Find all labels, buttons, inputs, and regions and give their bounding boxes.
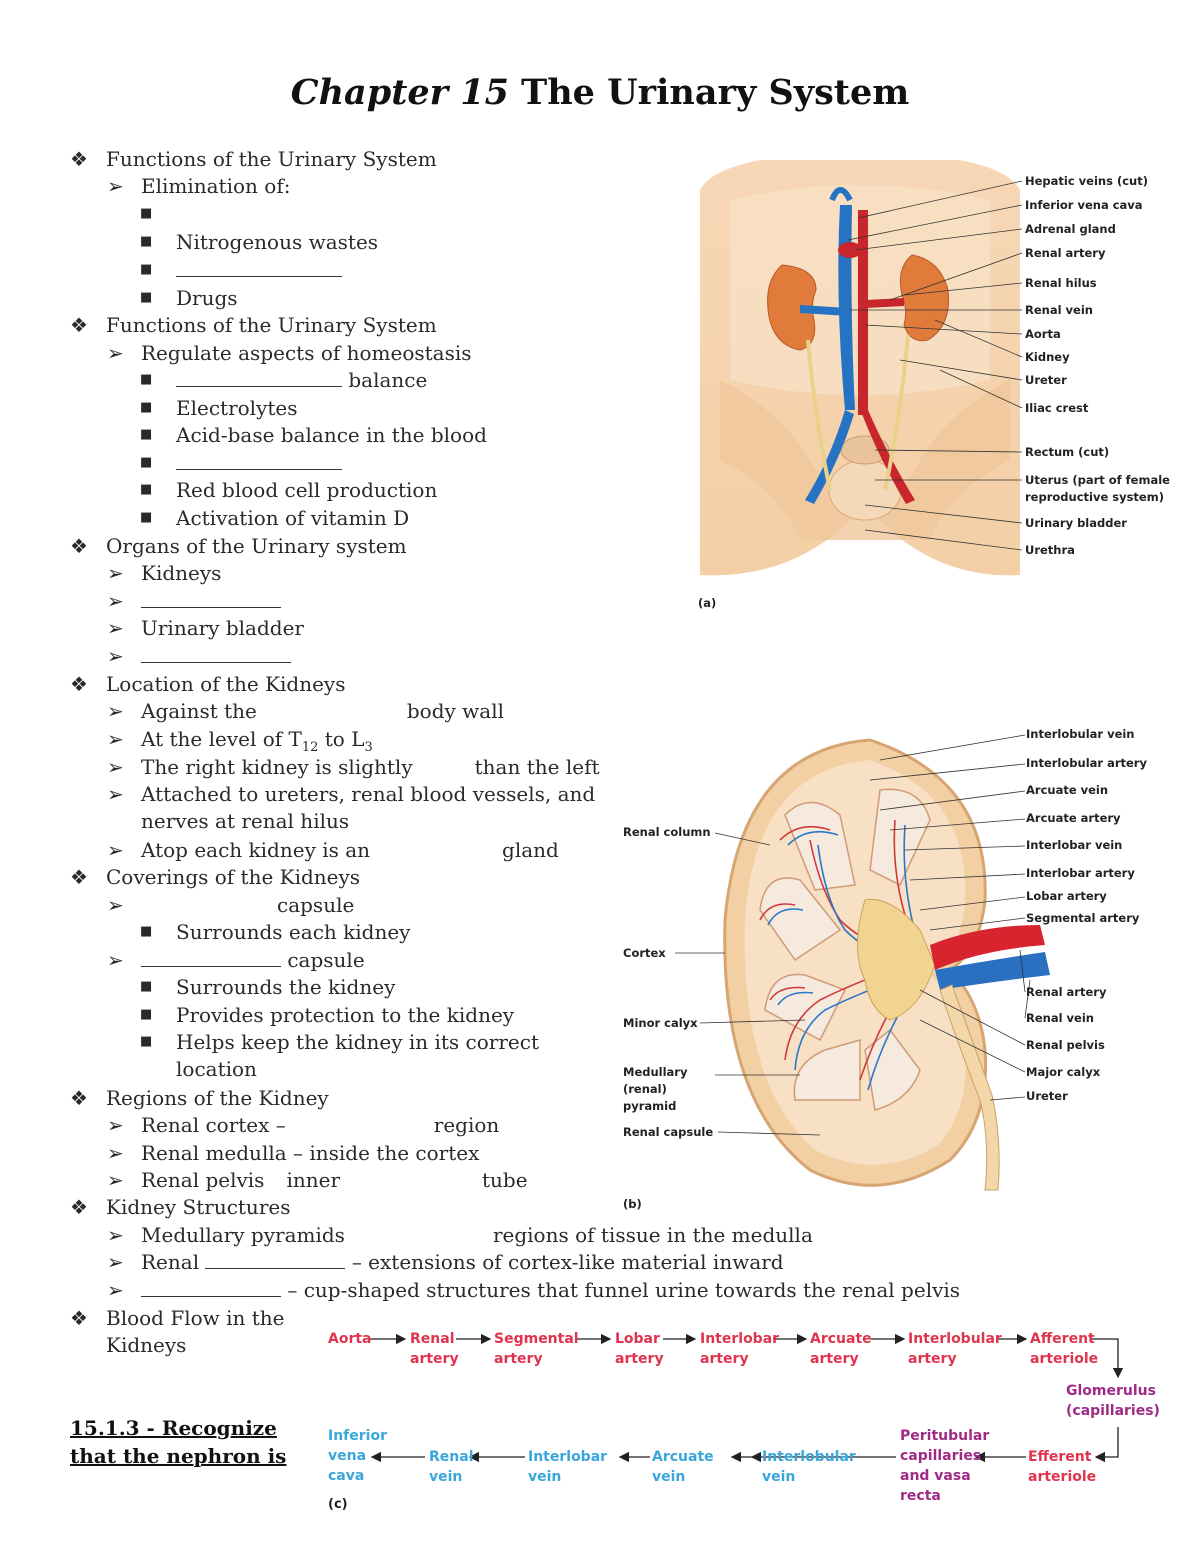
label-renal-capsule: Renal capsule <box>623 1125 714 1139</box>
label-renal-vein: Renal vein <box>1026 1011 1094 1025</box>
label-iliac-crest: Iliac crest <box>1025 401 1089 415</box>
label-major-calyx: Major calyx <box>1026 1065 1101 1079</box>
figure-a-illustration <box>700 160 1023 576</box>
label-inferior-vena-cava: Inferior vena cava <box>1025 198 1143 212</box>
label-medullary-renal: (renal) <box>623 1082 667 1096</box>
label-renal-column: Renal column <box>623 825 711 839</box>
figure-a: Hepatic veins (cut) Inferior vena cava A… <box>690 160 1170 620</box>
label-minor-calyx: Minor calyx <box>623 1016 698 1030</box>
label-interlobar-vein: Interlobar vein <box>1026 838 1123 852</box>
label-rectum: Rectum (cut) <box>1025 445 1110 459</box>
figure-b: Interlobular vein Interlobular artery Ar… <box>620 720 1180 1220</box>
section-heading: 15.1.3 - Recognize that the nephron is <box>70 1416 287 1468</box>
label-uterus: Uterus (part of female <box>1025 473 1170 487</box>
label-adrenal-gland: Adrenal gland <box>1025 222 1116 236</box>
label-hepatic-veins: Hepatic veins (cut) <box>1025 174 1148 188</box>
label-interlobular-vein: Interlobular vein <box>1026 727 1135 741</box>
flow-aorta: Aorta <box>328 1331 372 1347</box>
label-medullary: Medullary <box>623 1065 688 1079</box>
flow-glomerulus: Glomerulus(capillaries) <box>1066 1383 1160 1419</box>
label-aorta: Aorta <box>1025 327 1061 341</box>
label-interlobular-artery: Interlobular artery <box>1026 756 1147 770</box>
label-renal-artery: Renal artery <box>1025 246 1106 260</box>
figure-b-illustration <box>675 734 1050 1191</box>
label-renal-hilus: Renal hilus <box>1025 276 1097 290</box>
label-interlobar-artery: Interlobar artery <box>1026 866 1135 880</box>
figure-c-tag: (c) <box>328 1497 348 1512</box>
label-lobar-artery: Lobar artery <box>1026 889 1107 903</box>
figure-a-tag: (a) <box>698 596 717 610</box>
label-arcuate-artery: Arcuate artery <box>1026 811 1121 825</box>
label-urinary-bladder: Urinary bladder <box>1025 516 1127 530</box>
label-arcuate-vein: Arcuate vein <box>1026 783 1109 797</box>
label-renal-pelvis: Renal pelvis <box>1026 1038 1105 1052</box>
label-kidney: Kidney <box>1025 350 1070 364</box>
label-urethra: Urethra <box>1025 543 1075 557</box>
label-cortex: Cortex <box>623 946 666 960</box>
label-medullary-pyramid: pyramid <box>623 1099 677 1113</box>
figure-c-arrows <box>370 1333 1124 1463</box>
label-renal-artery: Renal artery <box>1026 985 1107 999</box>
page-title: Chapter 15 The Urinary System <box>290 72 910 113</box>
figure-b-tag: (b) <box>623 1197 642 1211</box>
label-ureter: Ureter <box>1026 1089 1068 1103</box>
label-segmental-artery: Segmental artery <box>1026 911 1140 925</box>
label-renal-vein: Renal vein <box>1025 303 1093 317</box>
label-ureter: Ureter <box>1025 373 1067 387</box>
label-uterus-cont: reproductive system) <box>1025 490 1164 504</box>
